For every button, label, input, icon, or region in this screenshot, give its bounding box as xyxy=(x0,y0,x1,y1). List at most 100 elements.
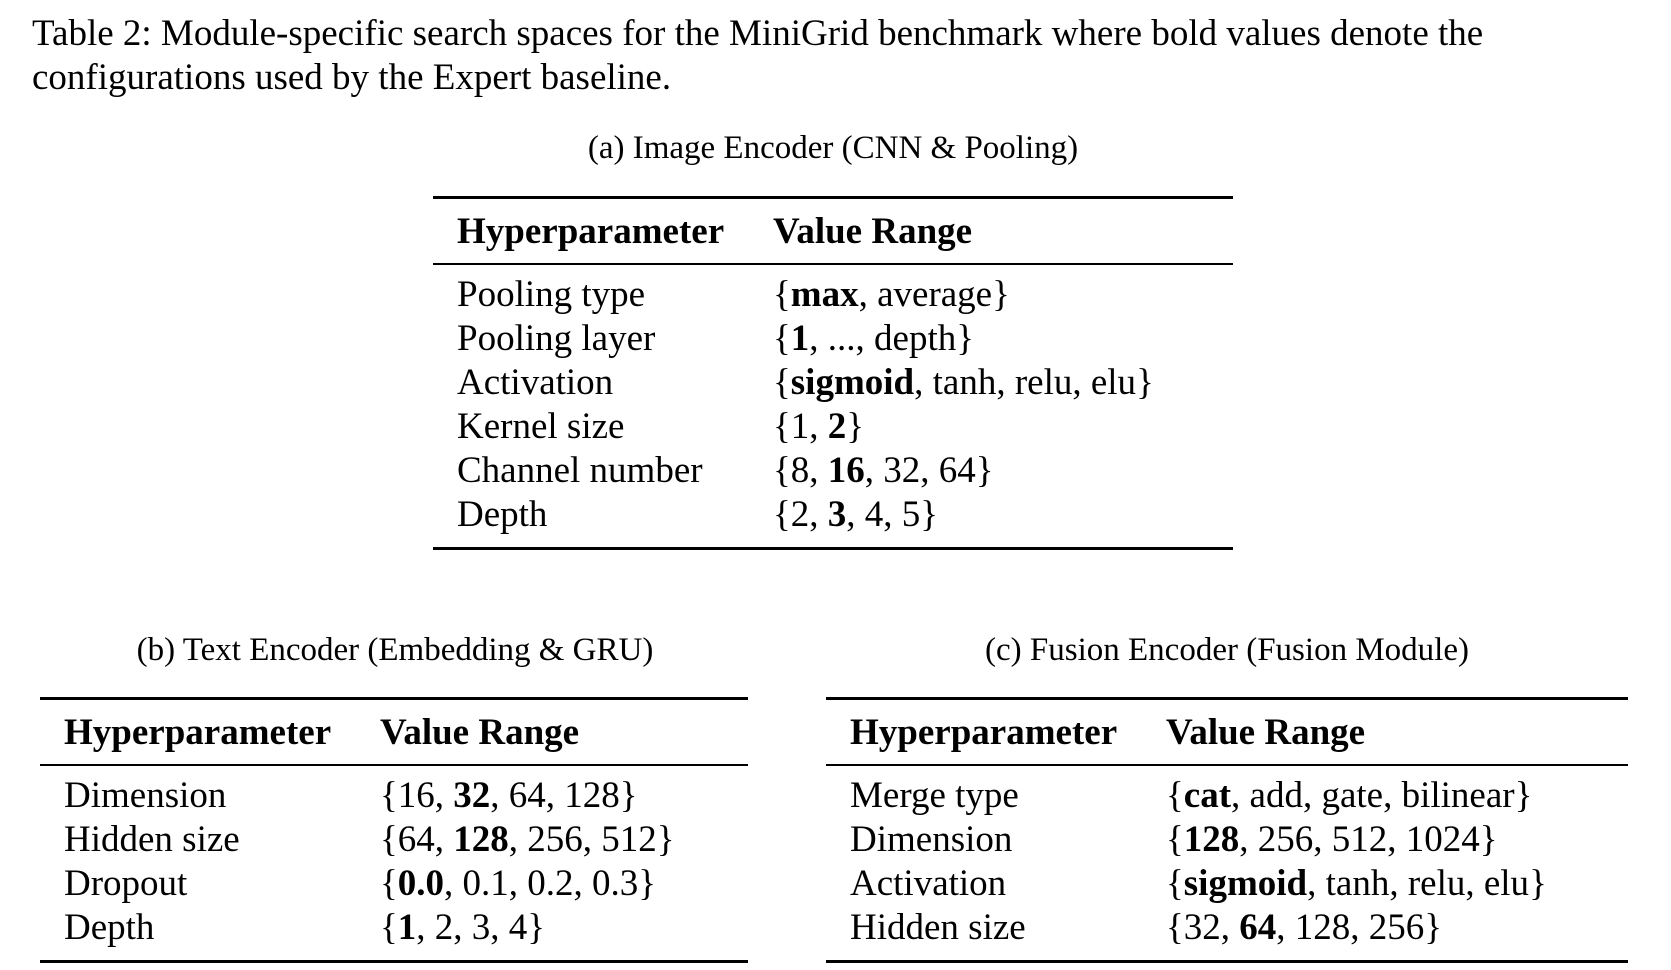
option-value: 128 xyxy=(1294,907,1351,948)
option-value: tanh xyxy=(1325,863,1390,904)
hyperparameter-name: Activation xyxy=(850,863,1007,904)
hyperparameter-name: Channel number xyxy=(457,450,703,491)
table-row: Depth {2, 3, 4, 5} xyxy=(433,493,1233,547)
option-value: add xyxy=(1249,775,1303,816)
option-value: 256 xyxy=(1257,819,1314,860)
option-value: 64 xyxy=(508,775,546,816)
expert-value: 1 xyxy=(790,318,810,359)
option-value: elu xyxy=(1483,863,1530,904)
option-value: 16 xyxy=(397,775,435,816)
hyperparameter-name: Dimension xyxy=(850,819,1013,860)
table-row: Pooling type {max, average} xyxy=(433,264,1233,317)
column-header-value-range: Value Range xyxy=(1166,700,1628,766)
table-row: Hidden size {32, 64, 128, 256} xyxy=(826,906,1628,960)
option-value: tanh xyxy=(932,362,997,403)
value-range: {2, 3, 4, 5} xyxy=(773,494,939,535)
table-row: Depth {1, 2, 3, 4} xyxy=(40,906,748,960)
text-encoder-table: Hyperparameter Value Range Dimension {16,… xyxy=(40,697,748,963)
expert-value: 32 xyxy=(453,775,491,816)
table-row: Activation {sigmoid, tanh, relu, elu} xyxy=(826,862,1628,906)
option-value: 1 xyxy=(790,406,810,447)
table-row: Pooling layer {1, ..., depth} xyxy=(433,317,1233,361)
value-range: {cat, add, gate, bilinear} xyxy=(1166,775,1533,816)
expert-value: 64 xyxy=(1239,907,1277,948)
image-encoder-table: Hyperparameter Value Range Pooling type {… xyxy=(433,196,1233,550)
table-row: Activation {sigmoid, tanh, relu, elu} xyxy=(433,361,1233,405)
hyperparameter-name: Depth xyxy=(457,494,548,535)
column-header-value-range: Value Range xyxy=(773,199,1233,265)
hyperparameter-name: Pooling layer xyxy=(457,318,656,359)
option-value: average xyxy=(877,274,993,315)
option-value: 1024 xyxy=(1405,819,1480,860)
option-value: 2 xyxy=(790,494,810,535)
column-header-hyperparameter: Hyperparameter xyxy=(433,199,773,265)
expert-value: 1 xyxy=(397,907,417,948)
table-row: Hidden size{64, 128, 256, 512} xyxy=(40,818,748,862)
value-range: {1, 2, 3, 4} xyxy=(380,907,546,948)
option-value: 512 xyxy=(1331,819,1388,860)
column-header-value-range: Value Range xyxy=(380,700,748,766)
table-row: Channel number {8, 16, 32, 64} xyxy=(433,449,1233,493)
value-range: {1, ..., depth} xyxy=(773,318,974,359)
table-caption: Table 2: Module-specific search spaces f… xyxy=(32,13,1484,98)
option-value: depth xyxy=(874,318,957,359)
option-value: 4 xyxy=(864,494,884,535)
expert-value: 128 xyxy=(453,819,509,860)
option-value: 256 xyxy=(527,819,583,860)
option-value: 32 xyxy=(883,450,921,491)
expert-value: 128 xyxy=(1183,819,1240,860)
option-value: relu xyxy=(1407,863,1466,904)
hyperparameter-name: Merge type xyxy=(850,775,1019,816)
option-value: 3 xyxy=(471,907,491,948)
option-value: 0.3 xyxy=(592,863,639,904)
fusion-encoder-table: Hyperparameter Value Range Merge type {ca… xyxy=(826,697,1628,963)
option-value: ... xyxy=(827,318,856,359)
table-row: Merge type {cat, add, gate, bilinear} xyxy=(826,765,1628,818)
table-row: Kernel size{1, 2} xyxy=(433,405,1233,449)
value-range: {32, 64, 128, 256} xyxy=(1166,907,1443,948)
expert-value: 3 xyxy=(827,494,847,535)
expert-value: max xyxy=(790,274,859,315)
option-value: 64 xyxy=(938,450,976,491)
option-value: 2 xyxy=(434,907,454,948)
table-row: Dimension {16, 32, 64, 128} xyxy=(40,765,748,818)
hyperparameter-name: Hidden size xyxy=(850,907,1026,948)
option-value: 5 xyxy=(901,494,921,535)
value-range: {sigmoid, tanh, relu, elu} xyxy=(773,362,1154,403)
column-header-hyperparameter: Hyperparameter xyxy=(826,700,1166,766)
expert-value: cat xyxy=(1183,775,1232,816)
value-range: {sigmoid, tanh, relu, elu} xyxy=(1166,863,1547,904)
value-range: {16, 32, 64, 128} xyxy=(380,775,638,816)
option-value: 64 xyxy=(397,819,435,860)
option-value: 128 xyxy=(564,775,620,816)
expert-value: 2 xyxy=(827,406,847,447)
hyperparameter-name: Hidden size xyxy=(64,819,240,860)
hyperparameter-name: Activation xyxy=(457,362,614,403)
option-value: 256 xyxy=(1368,907,1425,948)
option-value: 4 xyxy=(508,907,528,948)
option-value: 32 xyxy=(1183,907,1221,948)
value-range: {max, average} xyxy=(773,274,1010,315)
table-row: Dropout {0.0, 0.1, 0.2, 0.3} xyxy=(40,862,748,906)
option-value: 8 xyxy=(790,450,810,491)
column-header-hyperparameter: Hyperparameter xyxy=(40,700,380,766)
expert-value: 16 xyxy=(827,450,865,491)
value-range: {128, 256, 512, 1024} xyxy=(1166,819,1498,860)
option-value: bilinear xyxy=(1401,775,1515,816)
option-value: 512 xyxy=(601,819,657,860)
value-range: {8, 16, 32, 64} xyxy=(773,450,994,491)
subtable-caption-text-encoder: (b) Text Encoder (Embedding & GRU) xyxy=(136,632,654,668)
hyperparameter-name: Depth xyxy=(64,907,155,948)
table-row: Dimension {128, 256, 512, 1024} xyxy=(826,818,1628,862)
expert-value: sigmoid xyxy=(790,362,915,403)
hyperparameter-name: Dimension xyxy=(64,775,227,816)
option-value: gate xyxy=(1321,775,1384,816)
hyperparameter-name: Kernel size xyxy=(457,406,625,447)
option-value: 0.2 xyxy=(527,863,574,904)
hyperparameter-name: Pooling type xyxy=(457,274,646,315)
option-value: 0.1 xyxy=(462,863,509,904)
subtable-caption-image-encoder: (a) Image Encoder (CNN & Pooling) xyxy=(587,130,1079,166)
value-range: {0.0, 0.1, 0.2, 0.3} xyxy=(380,863,657,904)
hyperparameter-name: Dropout xyxy=(64,863,188,904)
expert-value: 0.0 xyxy=(397,863,445,904)
